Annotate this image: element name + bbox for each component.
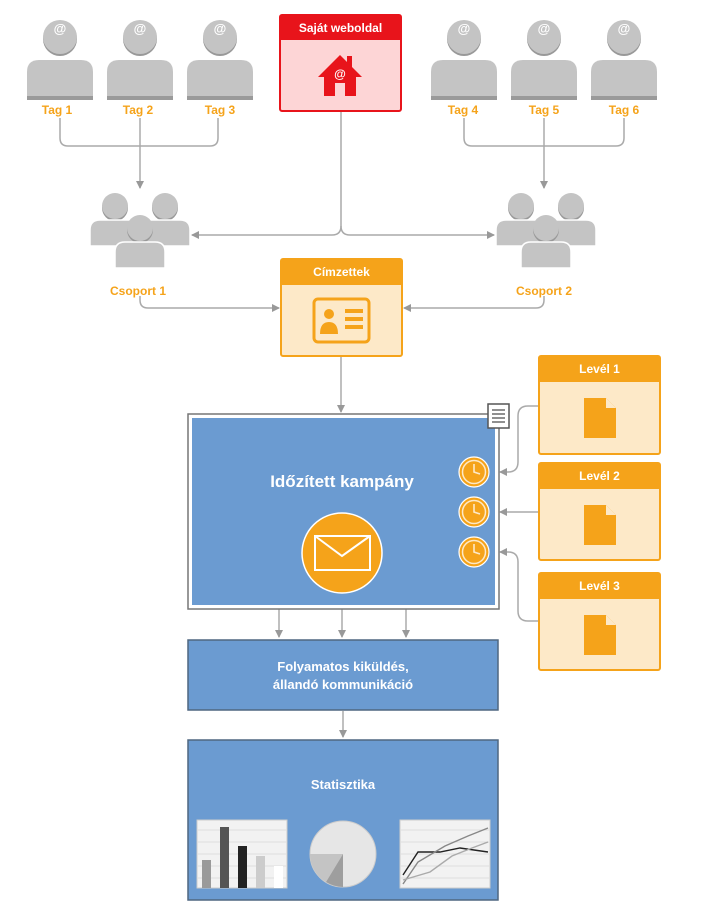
group-icon [495, 192, 597, 269]
letter-title: Levél 3 [579, 579, 620, 593]
letter-3-box: Levél 3 [538, 572, 661, 671]
group-2: Csoport 2 [495, 192, 597, 298]
at-symbol: @ [54, 21, 67, 36]
house-at-icon: @ [318, 55, 362, 96]
letter-title: Levél 1 [579, 362, 620, 376]
member-label: Tag 2 [123, 103, 154, 117]
house-at-symbol: @ [334, 67, 346, 81]
member-label: Tag 6 [609, 103, 640, 117]
pie-chart-icon [309, 820, 377, 888]
member-label: Tag 1 [42, 103, 73, 117]
group-label: Csoport 2 [516, 284, 572, 298]
letter-2-box: Levél 2 [538, 462, 661, 561]
member-tag-1: @ Tag 1 [27, 20, 93, 117]
delivery-box: Folyamatos kiküldés, állandó kommunikáci… [187, 639, 499, 711]
letter-1-box: Levél 1 [538, 355, 661, 455]
website-box: Saját weboldal @ [279, 14, 402, 112]
document-icon [584, 615, 616, 655]
document-icon [584, 505, 616, 545]
group-icon [89, 192, 191, 269]
statistics-title: Statisztika [311, 777, 376, 792]
letter-title: Levél 2 [579, 469, 620, 483]
member-label: Tag 4 [448, 103, 479, 117]
member-tag-6: @ Tag 6 [591, 20, 657, 117]
clock-icon [458, 456, 490, 488]
member-tag-4: @ Tag 4 [431, 20, 497, 117]
line-chart-icon [399, 819, 491, 889]
envelope-icon [301, 512, 383, 594]
connectors [59, 110, 625, 738]
member-tag-2: @ Tag 2 [107, 20, 173, 117]
campaign-title: Időzített kampány [270, 472, 414, 491]
recipients-title: Címzettek [313, 265, 370, 279]
contact-card-icon [312, 297, 371, 344]
clock-icon [458, 496, 490, 528]
document-icon [584, 398, 616, 438]
at-symbol: @ [134, 21, 147, 36]
at-symbol: @ [618, 21, 631, 36]
statistics-box: Statisztika [187, 739, 499, 901]
member-label: Tag 3 [205, 103, 236, 117]
clock-icon [458, 536, 490, 568]
note-icon [487, 403, 510, 429]
member-tag-5: @ Tag 5 [511, 20, 577, 117]
website-title: Saját weboldal [299, 21, 382, 35]
at-symbol: @ [538, 21, 551, 36]
member-label: Tag 5 [529, 103, 560, 117]
group-1: Csoport 1 [89, 192, 191, 298]
delivery-line-1: Folyamatos kiküldés, [277, 659, 409, 674]
at-symbol: @ [214, 21, 227, 36]
at-symbol: @ [458, 21, 471, 36]
delivery-line-2: állandó kommunikáció [273, 677, 413, 692]
recipients-box: Címzettek [280, 258, 403, 357]
bar-chart-icon [196, 819, 288, 889]
campaign-box: Időzített kampány [187, 403, 510, 610]
group-label: Csoport 1 [110, 284, 166, 298]
member-tag-3: @ Tag 3 [187, 20, 253, 117]
